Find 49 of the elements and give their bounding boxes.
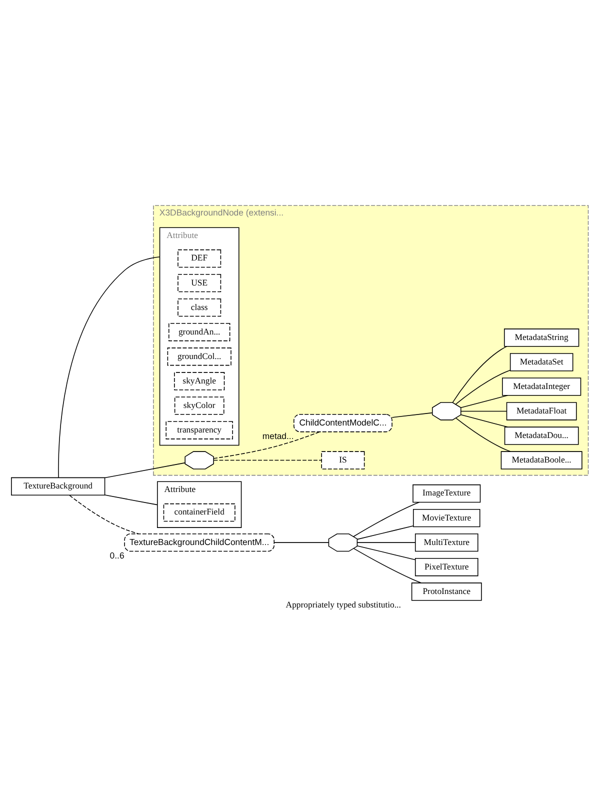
connector — [104, 462, 186, 478]
connector — [274, 542, 329, 543]
node-label: Appropriately typed substitutio... — [286, 599, 401, 610]
connector — [69, 494, 140, 534]
connector — [455, 370, 511, 405]
node-octagon — [184, 451, 214, 470]
node-box: transparency — [166, 421, 233, 440]
node-box: TextureBackgroundChildContentM... — [124, 533, 275, 552]
node-box: PixelTexture — [414, 558, 478, 576]
connector — [213, 432, 320, 459]
node-box: class — [178, 298, 222, 317]
connector — [58, 256, 160, 478]
node-box: ImageTexture — [412, 484, 481, 503]
connector — [460, 414, 508, 428]
connector — [392, 412, 433, 418]
connector — [460, 410, 508, 412]
connector — [356, 542, 416, 543]
connector — [213, 460, 322, 461]
connector — [356, 525, 414, 540]
node-box: MovieTexture — [412, 508, 480, 528]
connector — [353, 548, 422, 584]
node-box: containerField — [163, 503, 236, 522]
node-box: MetadataBoole... — [500, 451, 582, 470]
node-box: DEF — [178, 249, 222, 268]
node-octagon — [432, 402, 462, 420]
node-box: skyAngle — [174, 372, 225, 390]
connector — [104, 494, 158, 506]
node-box: MetadataString — [504, 328, 580, 347]
node-box: MetadataFloat — [506, 402, 577, 420]
node-box: MultiTexture — [414, 533, 478, 552]
connector — [456, 418, 511, 452]
node-box: groundCol... — [167, 348, 232, 366]
node-octagon — [328, 533, 358, 552]
node-box: MetadataInteger — [502, 378, 582, 396]
node-box: MetadataDou... — [504, 426, 579, 445]
node-label: metad... — [262, 430, 294, 441]
node-box: skyColor — [174, 396, 224, 415]
node-box: ChildContentModelC... — [294, 414, 392, 432]
connector — [353, 502, 420, 538]
node-label: 0..6 — [110, 550, 124, 560]
connector — [460, 395, 508, 408]
node-box: TextureBackground — [11, 477, 106, 496]
connector — [356, 545, 416, 560]
node-box: USE — [178, 274, 222, 292]
node-box: IS — [321, 451, 365, 470]
connector — [452, 346, 508, 403]
node-box: MetadataSet — [510, 353, 574, 372]
node-box: groundAn... — [168, 323, 230, 342]
node-box: ProtoInstance — [411, 582, 482, 601]
